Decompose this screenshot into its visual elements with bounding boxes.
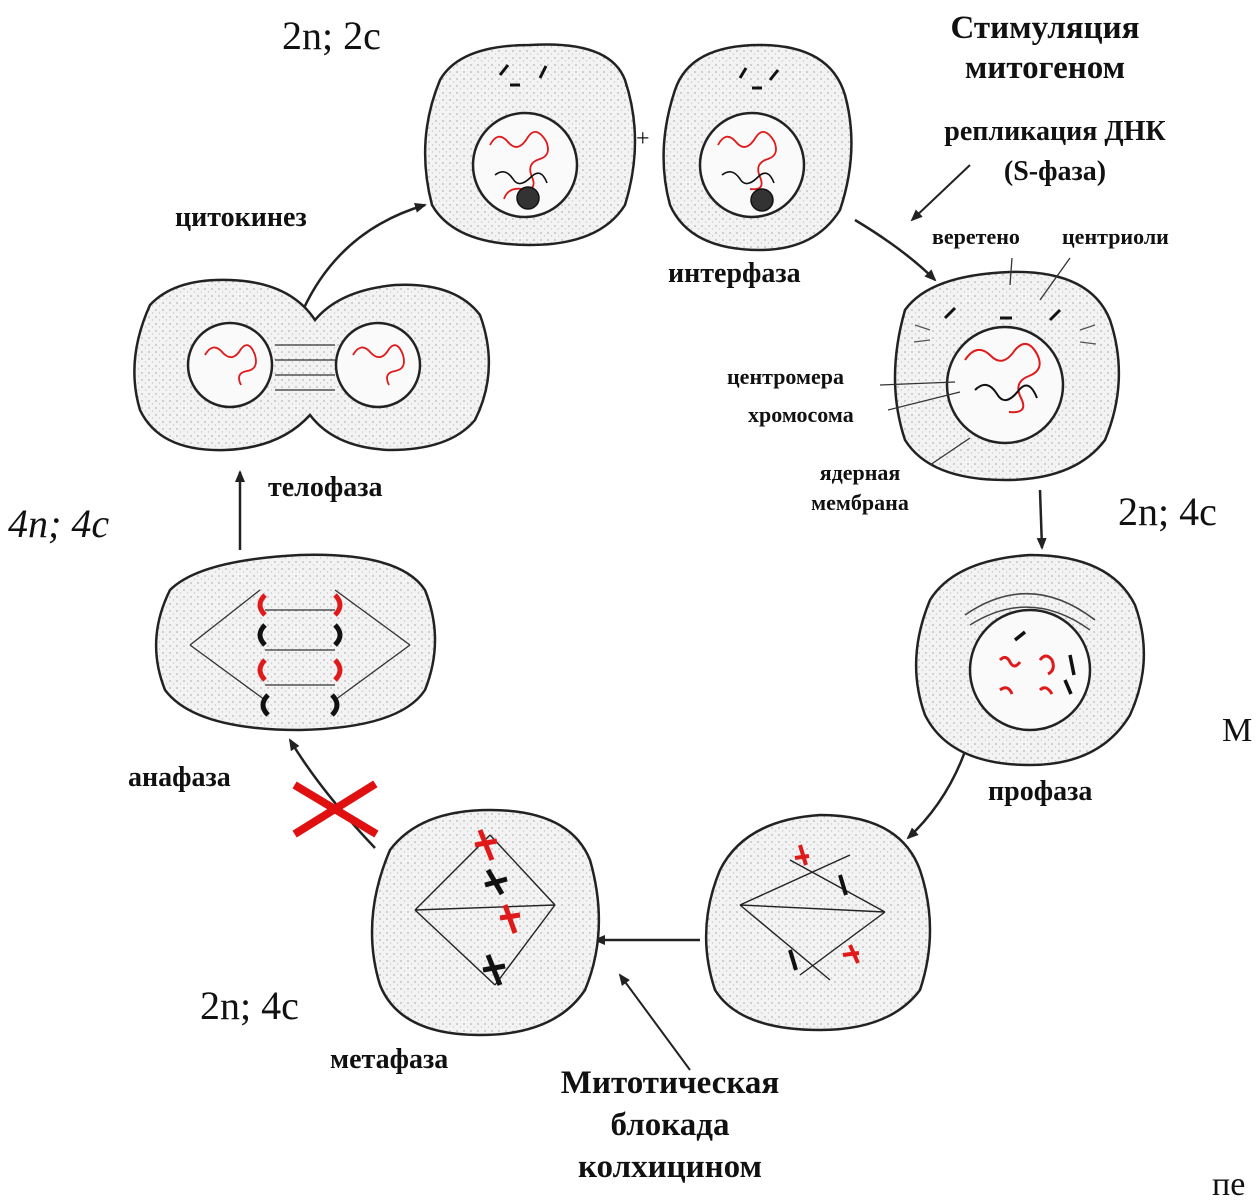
- prophase-cell: [916, 555, 1144, 765]
- spindle-label: веретено: [932, 224, 1020, 250]
- ploidy-label-bottom: 2n; 4c: [200, 982, 299, 1029]
- replication-label: репликация ДНК (S-фаза): [905, 112, 1205, 192]
- colchicine-block-title: Митотическая блокада колхицином: [505, 1062, 835, 1188]
- centromere-label: центромера: [727, 364, 844, 390]
- ploidy-label-top: 2n; 2c: [282, 12, 381, 59]
- phase-label-metaphase: метафаза: [330, 1044, 448, 1076]
- edge-text-m: М: [1222, 712, 1252, 750]
- edge-text-pe: пе: [1212, 1166, 1245, 1204]
- colchicine-block-cross: [298, 786, 373, 832]
- prometaphase-cell: [706, 815, 930, 1030]
- interphase-cell-2: [664, 45, 852, 250]
- anaphase-cell: [156, 555, 435, 730]
- phase-label-prophase: профаза: [988, 776, 1092, 808]
- ploidy-label-right: 2n; 4c: [1118, 488, 1217, 535]
- telophase-cell: [134, 280, 489, 450]
- metaphase-cell: [372, 810, 599, 1035]
- nuclear-membrane-label: ядерная мембрана: [790, 458, 930, 518]
- phase-label-cytokinesis: цитокинез: [175, 202, 307, 234]
- arrow-interphase-to-g2: [855, 220, 935, 280]
- interphase-cell-1: [425, 44, 635, 245]
- ploidy-label-left: 4n; 4c: [8, 500, 109, 547]
- arrow-block-pointer: [620, 975, 690, 1070]
- phase-label-interphase: интерфаза: [668, 258, 801, 290]
- centrioles-label: центриоли: [1062, 224, 1169, 250]
- stimulation-title: Стимуляция митогеном: [900, 8, 1190, 88]
- arrow-g2-to-prophase: [1040, 490, 1042, 548]
- chromosome-label: хромосома: [748, 402, 854, 428]
- g2-cell: [895, 272, 1119, 480]
- phase-label-anaphase: анафаза: [128, 762, 231, 794]
- plus-sign: +: [636, 126, 650, 153]
- phase-label-telophase: телофаза: [268, 472, 383, 504]
